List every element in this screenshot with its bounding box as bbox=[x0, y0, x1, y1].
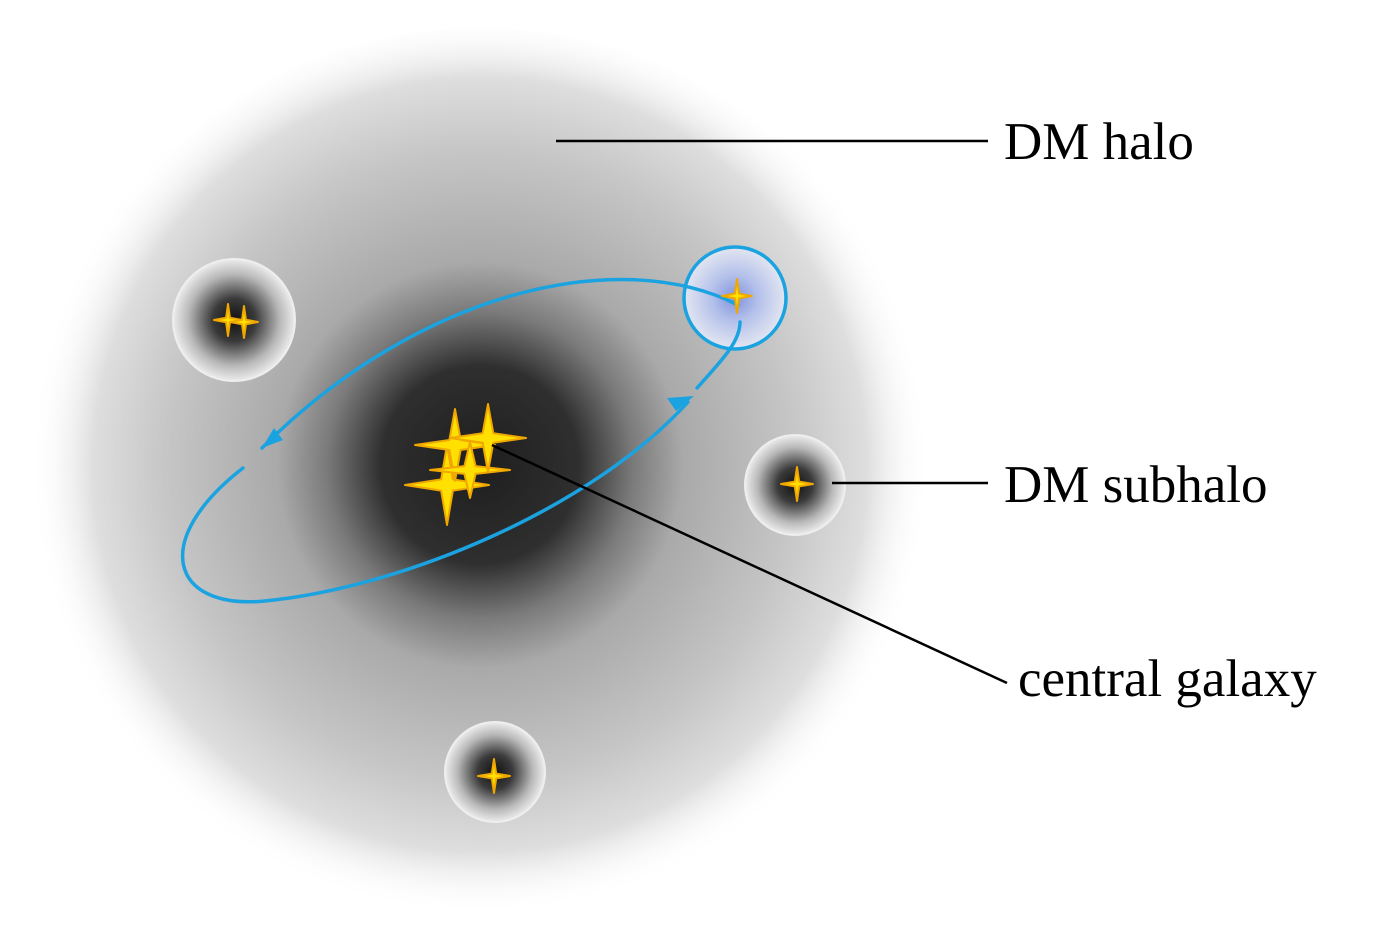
orbit-arrow-right-icon bbox=[667, 396, 694, 411]
orbit-arrow-left-icon bbox=[262, 428, 283, 448]
galaxy-stars bbox=[213, 278, 814, 794]
orbit-segment-upper bbox=[260, 277, 740, 450]
orbit-segment-lower bbox=[181, 400, 690, 604]
subhalo-star-icon bbox=[229, 305, 259, 339]
subhalo-star-icon bbox=[780, 466, 814, 502]
orbit-segment-tail bbox=[695, 320, 742, 390]
orbit-path bbox=[181, 277, 742, 604]
subhalo-star-icon bbox=[477, 758, 511, 794]
central-galaxy-star-icon bbox=[404, 444, 490, 526]
subhalo-label: DM subhalo bbox=[1004, 456, 1268, 514]
subhalo-star-icon bbox=[721, 278, 753, 314]
central-galaxy-leader-line bbox=[491, 443, 1008, 685]
halo-label: DM halo bbox=[1004, 113, 1194, 171]
central-galaxy-label: central galaxy bbox=[1018, 650, 1317, 708]
central-galaxy-star-icon bbox=[449, 403, 527, 473]
subhalo-star-icon bbox=[213, 303, 243, 337]
